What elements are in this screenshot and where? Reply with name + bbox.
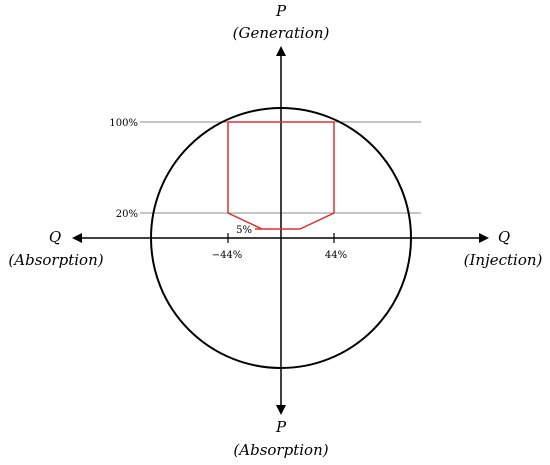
p-100-label: 100%: [109, 118, 138, 129]
p-20-label: 20%: [116, 209, 138, 220]
p-bottom-desc: (Absorption): [233, 441, 328, 459]
p-bottom-label: P: [275, 418, 287, 436]
p-5-label: 5%: [236, 225, 252, 236]
q-right-label: Q: [498, 228, 510, 246]
q-left-label: Q: [49, 228, 61, 246]
q-left-desc: (Absorption): [8, 251, 103, 269]
q-pos44-label: 44%: [325, 250, 347, 261]
q-neg44-label: −44%: [212, 250, 243, 261]
p-top-label: P: [275, 2, 287, 20]
p-top-desc: (Generation): [233, 24, 330, 42]
capability-region: [227, 121, 335, 230]
q-right-desc: (Injection): [464, 251, 543, 269]
